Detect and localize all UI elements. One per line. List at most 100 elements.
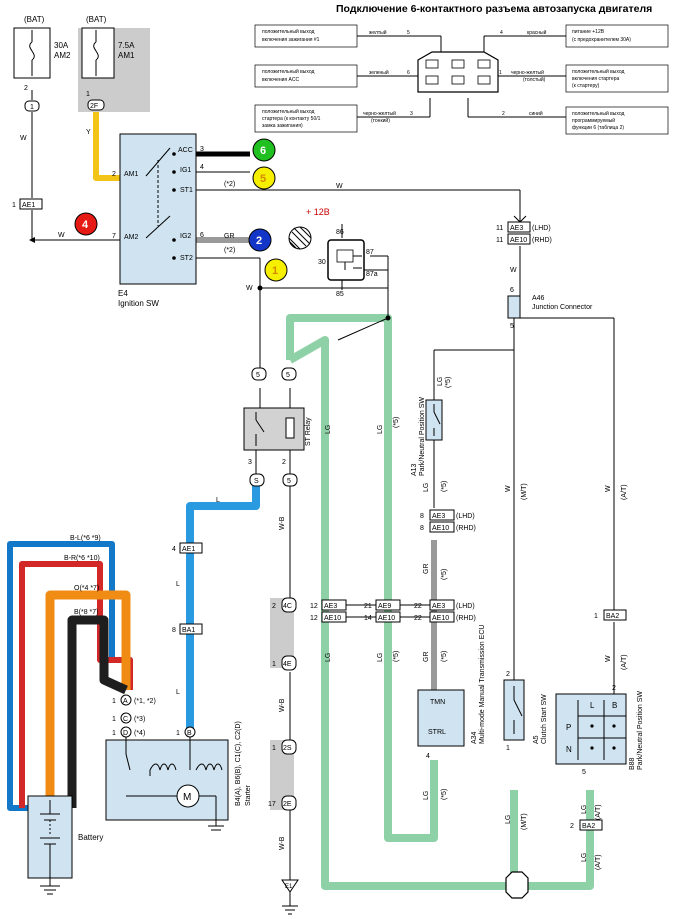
ae3-ae10-top: AE3 AE10 (LHD) (RHD) 11 11 W 6 — [496, 215, 552, 294]
lg-label-2: LG — [377, 425, 384, 434]
pin5-desc-line2: включения зажигания #1 — [262, 37, 320, 43]
b88-p: P — [566, 723, 571, 732]
marker-6-num: 6 — [260, 145, 266, 157]
splice-dot — [385, 315, 391, 321]
a13-note: (*5) — [445, 377, 452, 388]
a5-pin2: 2 — [506, 671, 510, 678]
ae10-pair-label: AE10 — [432, 525, 449, 532]
thin-wires — [29, 90, 615, 880]
motor-m: M — [183, 792, 191, 803]
fuse-am1-name: AM1 — [118, 51, 135, 60]
marker-4: 4 — [74, 212, 98, 236]
markers: 6 5 4 2 1 — [74, 138, 288, 282]
connector-table: положительный выход включения зажигания … — [254, 24, 669, 135]
junction-a46: A46 Junction Connector 5 — [507, 295, 593, 330]
thick-wires — [7, 112, 594, 890]
pin3-desc-box — [254, 104, 358, 133]
svg-text:функции 6 (таблица 2): функции 6 (таблица 2) — [572, 125, 624, 131]
ign-pin-ig2: 6 — [200, 232, 204, 239]
mid-pin-21: 21 — [364, 603, 372, 610]
starter-d: D — [123, 730, 128, 737]
relay-supply: + 12В — [306, 207, 330, 217]
pin1-desc-line1: положительный выход — [572, 68, 624, 75]
ae10-top-rhd: (RHD) — [532, 237, 552, 244]
a34-tmn: TMN — [430, 699, 445, 706]
starter-c: C — [123, 716, 128, 723]
cable-bl-label: B-L(*6 *9) — [70, 535, 101, 542]
pin5-wire: желтый — [369, 29, 387, 36]
ae10-mid2-label: AE10 — [378, 615, 395, 622]
b88-name: Park/Neutral Position SW — [637, 691, 644, 770]
l-wire — [186, 486, 260, 730]
pin3-wire: черно-желтый — [363, 110, 396, 117]
ae1-lower-pin: 4 — [172, 546, 176, 553]
pin6-desc-line2: включения ACC — [262, 77, 299, 83]
j2e-label: 2E — [283, 801, 292, 808]
starter-name: Starter — [245, 784, 252, 806]
pin3-desc-line2: стартера (к контакту 50/1 — [262, 116, 321, 122]
fuse-am2-name: AM2 — [54, 51, 71, 60]
j2s-pin: 1 — [272, 745, 276, 752]
pin5-num: 5 — [407, 30, 410, 36]
j4c-pin: 2 — [272, 603, 276, 610]
j2s-label: 2S — [283, 745, 292, 752]
pin4-num: 4 — [500, 30, 503, 36]
fuse-am1-wire: Y — [86, 129, 91, 136]
star5-label-2: (*5) — [393, 651, 400, 662]
junction-ring — [505, 871, 529, 899]
mid-pin-22b: 22 — [414, 615, 422, 622]
ba2b-label: BA2 — [582, 823, 595, 830]
ba1-label: BA1 — [182, 627, 195, 634]
starter-c-note: (*3) — [134, 716, 145, 723]
svg-text:положительный выход: положительный выход — [572, 110, 624, 117]
j4c-label: 4C — [283, 603, 292, 610]
ae8-lhd: (LHD) — [456, 513, 475, 520]
fuse-am1-rating: 7.5A — [118, 41, 135, 50]
ign-pin-am2: 7 — [112, 233, 116, 240]
fuse-am1-bat: (BAT) — [86, 15, 107, 24]
a5-lg: LG — [505, 815, 512, 824]
ae3-top-lhd: (LHD) — [532, 225, 551, 232]
ignition-switch: ACC IG1 ST1 AM1 AM2 IG2 ST2 3 4 2 7 6 (*… — [112, 133, 343, 308]
pin1-desc-line2: включения стартера — [572, 76, 619, 82]
fuse-am2: (BAT) 30A AM2 2 1 W — [13, 15, 71, 142]
at-column: W (A/T) BA2 1 W (A/T) — [594, 484, 628, 670]
pin3-num: 3 — [410, 111, 413, 117]
b88-at2: (A/T) — [595, 854, 602, 870]
st-relay-bot1: S — [254, 478, 259, 485]
starter-b-pin: 1 — [176, 730, 180, 737]
marker-2: 2 — [248, 228, 272, 252]
a34-ecu: TMN STRL A34 Multi-mode Manual Transmiss… — [417, 625, 486, 800]
starter-codes: B4(A), B6(B), C1(C), C2(D) — [235, 721, 242, 806]
pin1-wire-note: (толстый) — [523, 76, 546, 83]
lg-label-4: LG — [377, 653, 384, 662]
st-relay-name: ST Relay — [305, 417, 312, 446]
battery-label: Battery — [78, 833, 103, 842]
a34-pin4: 4 — [426, 753, 430, 760]
a5-clutch-switch: 2 1 A5 Clutch Start SW W (M/T) LG (M/T) — [503, 483, 548, 830]
starter: A 1 (*1, *2) C 1 (*3) D 1 (*4) B 1 M B4(… — [105, 694, 252, 831]
ae8-pin-b: 8 — [420, 525, 424, 532]
marker-5: 5 — [252, 166, 276, 190]
a46-code: A46 — [532, 295, 545, 302]
ign-pin-am1: 2 — [112, 171, 116, 178]
ae-top-wire: W — [510, 267, 517, 274]
l-wire-label: L — [216, 497, 220, 504]
pin3-wire-note: (тонкий) — [371, 117, 390, 124]
pin6-wire: зеленый — [369, 69, 389, 76]
ae1-ba1-column: AE1 4 L BA1 8 L — [172, 542, 203, 696]
at-at1: (A/T) — [621, 484, 628, 500]
wb-connector-stack: 4C 2 4E 1 W-B 2S 1 2E 17 W-B E1 — [268, 597, 299, 915]
pin2-desc-box — [565, 106, 669, 135]
fuse-am2-pin: 2 — [24, 85, 28, 92]
star5-label-5: (*5) — [441, 481, 448, 492]
a34-lg: LG — [423, 791, 430, 800]
a34-code: A34 — [471, 731, 478, 744]
ae1-lower-label: AE1 — [182, 546, 195, 553]
j4e-pin: 1 — [272, 661, 276, 668]
cable-o — [45, 590, 131, 808]
a5-name: Clutch Start SW — [541, 694, 548, 744]
ae3-mid-label: AE3 — [324, 603, 337, 610]
svg-text:включения стартера: включения стартера — [572, 76, 619, 82]
ae1-lower-l: L — [176, 581, 180, 588]
